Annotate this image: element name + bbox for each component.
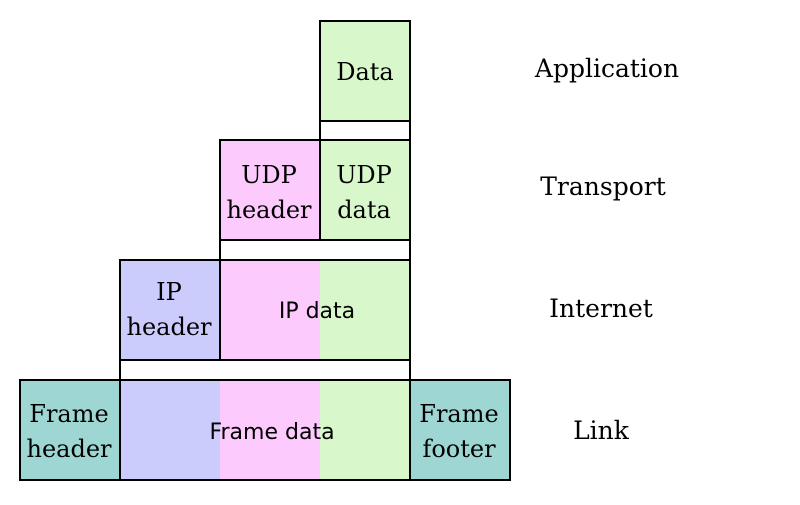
transport-connector [219, 239, 411, 261]
udp-header-label-line2: header [226, 196, 312, 224]
internet-connector [119, 359, 411, 381]
frame-header-label-line2: header [26, 435, 112, 463]
internet-layer: IP header IP data Internet [119, 259, 653, 381]
udp-header-box [219, 139, 321, 241]
frame-footer-label-line1: Frame [419, 400, 498, 428]
frame-footer-box [409, 379, 511, 481]
link-layer-label: Link [573, 416, 630, 445]
udp-data-label-line2: data [337, 196, 391, 224]
application-data-label: Data [336, 58, 394, 86]
ip-header-box [119, 259, 221, 361]
frame-data-box [119, 379, 411, 481]
frame-header-label-line1: Frame [29, 400, 108, 428]
application-data-box [319, 20, 411, 122]
ip-header-label-line2: header [126, 313, 212, 341]
internet-layer-label: Internet [549, 294, 653, 323]
udp-header-label-line1: UDP [241, 161, 297, 189]
link-layer: Frame header Frame data Frame footer Lin… [19, 379, 630, 481]
application-layer-label: Application [534, 54, 679, 83]
frame-data-label: Frame data [209, 420, 334, 445]
ip-data-label: IP data [279, 299, 355, 324]
application-connector [319, 120, 411, 141]
frame-header-box [19, 379, 121, 481]
ip-data-box [219, 259, 411, 361]
transport-layer: UDP header UDP data Transport [219, 139, 666, 261]
ip-header-label-line1: IP [156, 278, 182, 306]
udp-data-label-line1: UDP [336, 161, 392, 189]
frame-footer-label-line2: footer [422, 435, 496, 463]
application-layer: Data Application [319, 20, 679, 141]
udp-data-box [319, 139, 411, 241]
transport-layer-label: Transport [540, 172, 666, 201]
